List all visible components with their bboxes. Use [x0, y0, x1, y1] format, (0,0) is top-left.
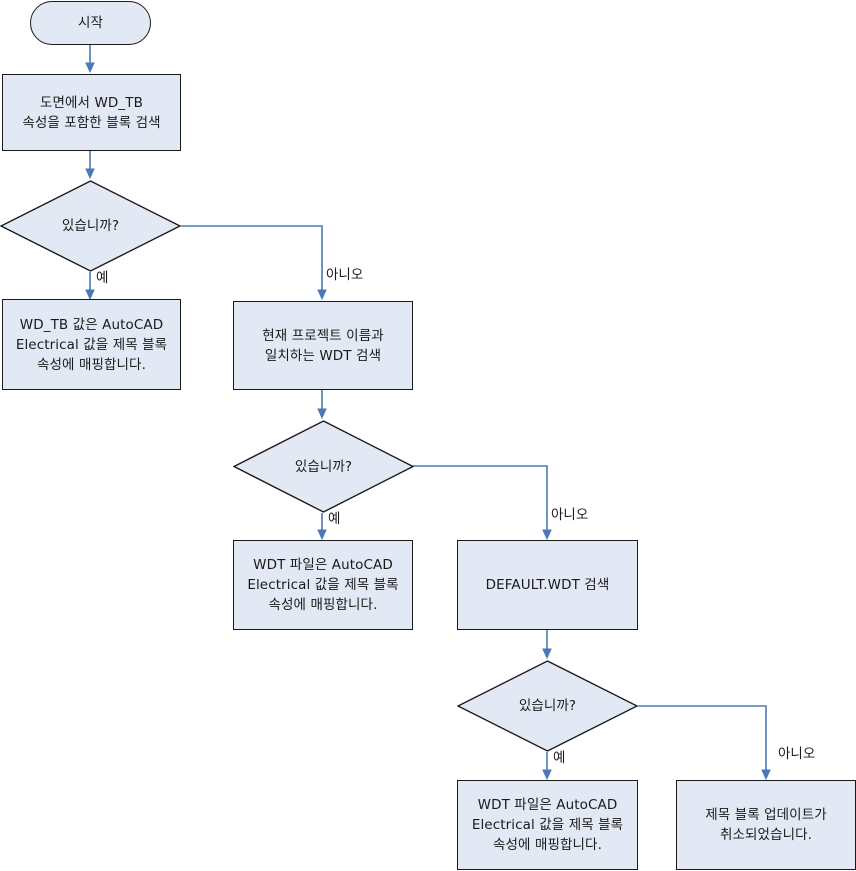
node-search-default-wdt[interactable]: DEFAULT.WDT 검색 — [457, 540, 638, 630]
diamond-shape — [0, 180, 181, 272]
node-map-wdtb[interactable]: WD_TB 값은 AutoCAD Electrical 값을 제목 블록 속성에… — [2, 299, 181, 390]
node-start-label: 시작 — [77, 15, 104, 31]
node-decision-3-label: 있습니까? — [518, 698, 577, 714]
node-cancel-update[interactable]: 제목 블록 업데이트가 취소되었습니다. — [676, 780, 856, 870]
diamond-shape — [233, 420, 414, 513]
node-search-block[interactable]: 도면에서 WD_TB 속성을 포함한 블록 검색 — [2, 74, 181, 151]
node-map-wdt-1-label: WDT 파일은 AutoCAD Electrical 값을 제목 블록 속성에 … — [247, 557, 399, 613]
node-search-default-wdt-label: DEFAULT.WDT 검색 — [485, 577, 610, 593]
edge-decision-2-no — [413, 465, 552, 541]
node-decision-3[interactable]: 있습니까? — [457, 660, 638, 752]
node-decision-1-label: 있습니까? — [61, 218, 120, 234]
edge-decision-1-no — [181, 225, 327, 301]
node-map-wdtb-label: WD_TB 값은 AutoCAD Electrical 값을 제목 블록 속성에… — [15, 316, 168, 373]
edge-label-decision-3-no: 아니오 — [778, 746, 816, 762]
edge-label-decision-3-yes: 예 — [553, 750, 566, 766]
node-map-wdt-2-label: WDT 파일은 AutoCAD Electrical 값을 제목 블록 속성에 … — [471, 797, 624, 853]
node-cancel-update-label: 제목 블록 업데이트가 취소되었습니다. — [705, 807, 827, 843]
node-search-project-wdt[interactable]: 현재 프로젝트 이름과 일치하는 WDT 검색 — [233, 301, 413, 390]
edge-decision-3-no — [638, 705, 771, 781]
node-search-block-label: 도면에서 WD_TB 속성을 포함한 블록 검색 — [22, 94, 161, 131]
node-search-project-wdt-label: 현재 프로젝트 이름과 일치하는 WDT 검색 — [262, 327, 384, 364]
edge-label-decision-1-no: 아니오 — [326, 267, 364, 283]
node-map-wdt-1[interactable]: WDT 파일은 AutoCAD Electrical 값을 제목 블록 속성에 … — [233, 540, 413, 630]
node-decision-2-label: 있습니까? — [294, 458, 353, 475]
node-decision-1[interactable]: 있습니까? — [0, 180, 181, 272]
node-start[interactable]: 시작 — [30, 1, 151, 45]
edge-label-decision-1-yes: 예 — [96, 270, 109, 286]
diamond-shape — [457, 660, 638, 752]
node-decision-2[interactable]: 있습니까? — [233, 420, 414, 513]
edge-label-decision-2-yes: 예 — [328, 511, 341, 527]
node-map-wdt-2[interactable]: WDT 파일은 AutoCAD Electrical 값을 제목 블록 속성에 … — [457, 780, 638, 870]
edge-label-decision-2-no: 아니오 — [551, 507, 589, 523]
